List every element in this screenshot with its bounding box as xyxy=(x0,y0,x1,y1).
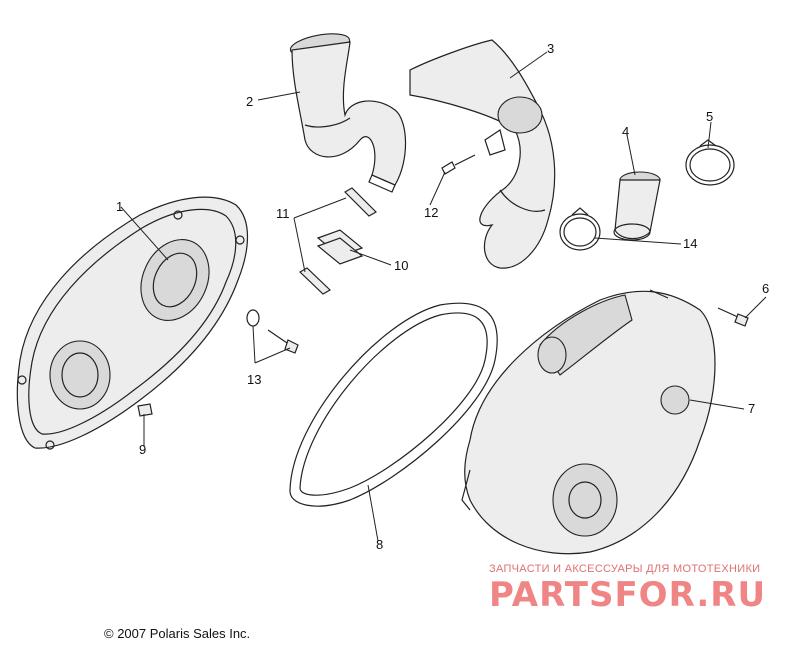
part-drive-belt xyxy=(289,302,498,507)
callout-11: 11 xyxy=(276,206,290,221)
callout-4: 4 xyxy=(622,124,630,139)
callout-3: 3 xyxy=(547,41,555,56)
part-outer-cover xyxy=(461,289,716,555)
part-screw-6 xyxy=(717,307,749,327)
leader-lines xyxy=(120,51,767,542)
callout-14: 14 xyxy=(683,236,698,251)
part-bolt-13 xyxy=(246,309,299,354)
callout-1: 1 xyxy=(116,199,124,214)
callout-8: 8 xyxy=(376,537,384,552)
part-screw-9 xyxy=(137,403,153,417)
callout-10: 10 xyxy=(394,258,409,273)
callout-5: 5 xyxy=(706,109,714,124)
callout-9: 9 xyxy=(139,442,147,457)
watermark-tagline: ЗАПЧАСТИ И АКСЕССУАРЫ ДЛЯ МОТОТЕХНИКИ xyxy=(489,563,761,575)
callout-6: 6 xyxy=(762,281,770,296)
part-screw-12 xyxy=(441,154,476,175)
part-outlet-duct xyxy=(409,39,556,269)
copyright-notice: © 2007 Polaris Sales Inc. xyxy=(104,626,251,641)
part-clamp-14 xyxy=(559,207,601,251)
callout-13: 13 xyxy=(247,372,262,387)
callout-12: 12 xyxy=(424,205,439,220)
callout-7: 7 xyxy=(748,401,756,416)
part-clamp-5 xyxy=(685,139,735,186)
part-coupler xyxy=(613,171,661,241)
part-intake-duct xyxy=(289,33,407,193)
callout-2: 2 xyxy=(246,94,254,109)
part-seal xyxy=(316,229,364,265)
part-inner-cover xyxy=(16,196,249,450)
watermark-brand: PARTSFOR.RU xyxy=(489,575,767,615)
